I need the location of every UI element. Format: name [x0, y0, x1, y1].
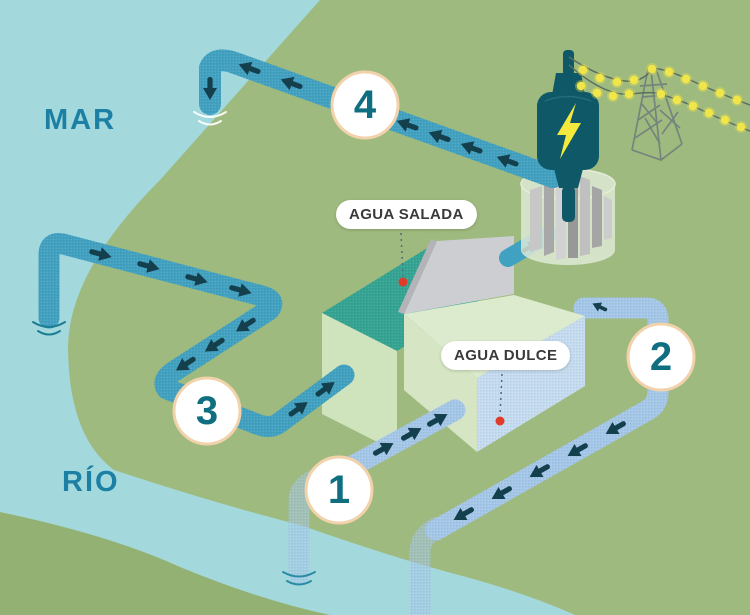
brackish-outflow-pipe: [199, 49, 564, 188]
turbine-shaft: [562, 186, 575, 222]
electricity-dots: [575, 63, 747, 133]
intake-ripples: [32, 321, 66, 336]
outflow-ripples: [193, 111, 227, 126]
step-circle-1: [304, 455, 374, 525]
river-south-bank: [0, 512, 330, 615]
step-circles: [172, 70, 696, 525]
step-circle-2: [626, 322, 696, 392]
power-tower-icon: [631, 64, 683, 161]
salt-water-label-pill: AGUA SALADA: [336, 200, 477, 229]
fresh-water-label-pill: AGUA DULCE: [441, 341, 571, 370]
sea-label: MAR: [44, 104, 117, 136]
label-connectors: [398, 232, 505, 426]
fresh-water-marker-dot: [495, 416, 505, 426]
membrane-wall: [398, 236, 514, 314]
salt-water-marker-dot: [398, 277, 408, 287]
sea-and-river-water: [0, 0, 575, 615]
step-2-number: 2: [649, 335, 673, 379]
lightning-icon: [557, 103, 581, 159]
step-circle-3: [172, 376, 242, 446]
river-label: RÍO: [62, 466, 120, 498]
step-1-number: 1: [327, 468, 351, 512]
step-3-number: 3: [195, 389, 219, 433]
step-4-number: 4: [353, 83, 377, 127]
river-intake-ripples: [282, 571, 316, 586]
step-circle-4: [330, 70, 400, 140]
